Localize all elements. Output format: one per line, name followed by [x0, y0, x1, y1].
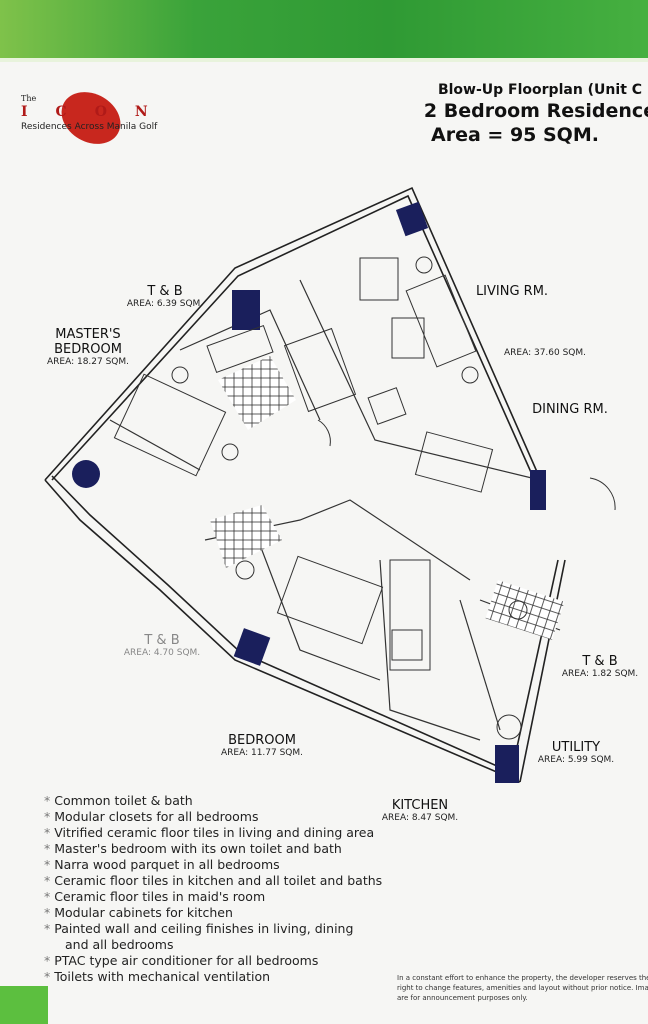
room-area: AREA: 11.77 SQM. — [220, 748, 304, 758]
tiled-bathrooms — [210, 356, 565, 640]
feature-item: Common toilet & bath — [44, 793, 382, 809]
heading-floorplan: Blow-Up Floorplan (Unit C — [437, 82, 643, 98]
feature-item: Painted wall and ceiling finishes in liv… — [44, 921, 382, 937]
disclaimer-text: In a constant effort to enhance the prop… — [397, 974, 648, 1002]
room-area: AREA: 4.70 SQM. — [123, 648, 201, 658]
top-green-banner — [0, 0, 648, 62]
feature-item-continued: and all bedrooms — [65, 937, 174, 952]
room-label-living-area: AREA: 37.60 SQM. — [504, 348, 586, 358]
room-area: AREA: 5.99 SQM. — [537, 755, 615, 765]
feature-item: Ceramic floor tiles in kitchen and all t… — [44, 873, 382, 889]
room-name: T & B — [582, 654, 618, 669]
room-label-bedroom: BEDROOM AREA: 11.77 SQM. — [221, 733, 303, 758]
icon-logo: The ICON Residences Across Manila Golf — [18, 81, 178, 155]
room-name: T & B — [144, 633, 180, 648]
room-label-master-tb: T & B AREA: 6.39 SQM. — [127, 284, 203, 309]
room-area: AREA: 8.47 SQM. — [381, 813, 459, 823]
logo-name: ICON — [21, 104, 176, 120]
room-name: DINING RM. — [532, 402, 608, 417]
feature-item: Vitrified ceramic floor tiles in living … — [44, 825, 382, 841]
room-label-common-tb: T & B AREA: 4.70 SQM. — [124, 633, 200, 658]
room-label-utility: UTILITY AREA: 5.99 SQM. — [538, 740, 614, 765]
logo-the: The — [21, 94, 37, 103]
room-name: LIVING RM. — [475, 284, 549, 299]
interior-walls — [109, 279, 561, 741]
room-area: AREA: 1.82 SQM. — [561, 669, 639, 679]
furniture — [113, 256, 616, 740]
wall-columns — [72, 201, 546, 783]
feature-item: Modular cabinets for kitchen — [44, 905, 382, 921]
room-label-dining: DINING RM. — [532, 402, 608, 417]
heading-area: Area = 95 SQM. — [431, 124, 599, 146]
room-area: AREA: 18.27 SQM. — [46, 357, 130, 367]
page-heading: Blow-Up Floorplan (Unit C 2 Bedroom Resi… — [410, 82, 648, 146]
room-name: KITCHEN — [391, 798, 449, 813]
feature-item: PTAC type air conditioner for all bedroo… — [44, 953, 382, 969]
room-label-kitchen: KITCHEN AREA: 8.47 SQM. — [382, 798, 458, 823]
feature-item: Master's bedroom with its own toilet and… — [44, 841, 382, 857]
room-name: BEDROOM — [228, 733, 296, 748]
room-area: AREA: 37.60 SQM. — [503, 348, 587, 358]
feature-item: Ceramic floor tiles in maid's room — [44, 889, 382, 905]
room-name-line2: BEDROOM — [54, 342, 122, 357]
room-name: UTILITY — [551, 740, 601, 755]
logo-tagline: Residences Across Manila Golf — [21, 122, 158, 132]
feature-item: Narra wood parquet in all bedrooms — [44, 857, 382, 873]
features-list: Common toilet & bath Modular closets for… — [44, 793, 382, 985]
feature-item: Toilets with mechanical ventilation — [44, 969, 382, 985]
room-name: MASTER'S — [55, 327, 121, 342]
room-label-living: LIVING RM. — [476, 284, 548, 299]
outer-walls — [44, 186, 566, 783]
room-area: AREA: 6.39 SQM. — [126, 299, 204, 309]
corner-green-block — [0, 986, 48, 1024]
room-name: T & B — [147, 284, 183, 299]
heading-unit-type: 2 Bedroom Residence — [423, 100, 648, 122]
feature-item: Modular closets for all bedrooms — [44, 809, 382, 825]
room-label-master-bedroom: MASTER'S BEDROOM AREA: 18.27 SQM. — [47, 327, 129, 367]
room-label-maid-tb: T & B AREA: 1.82 SQM. — [562, 654, 638, 679]
